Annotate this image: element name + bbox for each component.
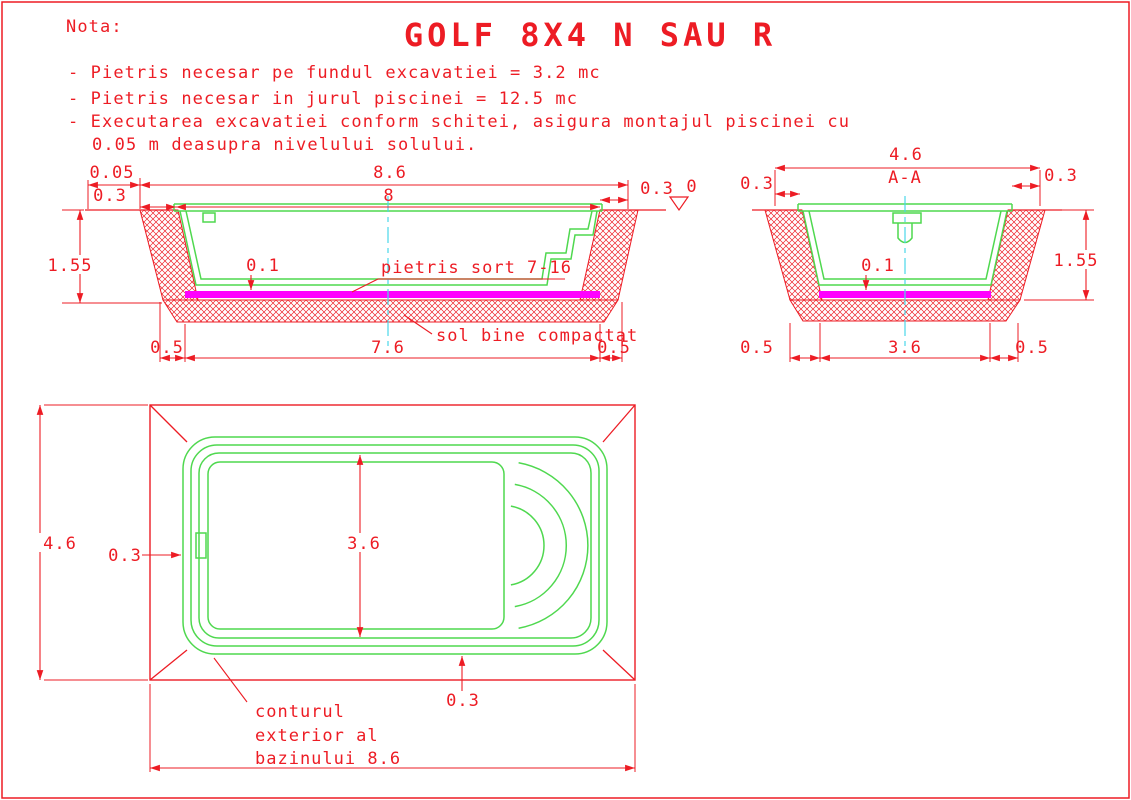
gravel-label: pietris sort 7-16 bbox=[381, 258, 572, 278]
dim-bottom-left: 0.5 bbox=[740, 338, 774, 358]
contour-label-line: bazinului 8.6 bbox=[255, 749, 401, 769]
soil-label: sol bine compactat bbox=[436, 326, 638, 346]
cross-section: 4.6 A-A 0.3 0.3 1.55 0.1 bbox=[740, 145, 1100, 362]
dim-wall-left: 0.3 bbox=[108, 546, 142, 566]
roman-step-arc bbox=[514, 483, 567, 608]
plan-view: 4.6 0.3 3.6 0.3 conturul exterior al baz… bbox=[36, 404, 636, 772]
dim-bottom-left: 0.5 bbox=[150, 338, 184, 358]
pool-floor bbox=[207, 461, 505, 630]
excavation-bottom bbox=[162, 299, 619, 323]
dim-gravel-thickness: 0.1 bbox=[246, 256, 280, 276]
long-section-depth-dim: 1.55 bbox=[46, 209, 162, 304]
dim-gravel-thickness: 0.1 bbox=[861, 256, 895, 276]
dim-rim-left: 0.3 bbox=[93, 186, 127, 206]
skimmer-detail bbox=[195, 532, 207, 559]
dim-outer-length: 8.6 bbox=[373, 163, 407, 183]
dim-bottom-right: 0.5 bbox=[597, 338, 631, 358]
excavation-corner-slopes bbox=[149, 404, 636, 681]
long-section-labels: 0.1 pietris sort 7-16 sol bine compactat bbox=[246, 256, 638, 346]
page-title: GOLF 8X4 N SAU R bbox=[404, 16, 776, 54]
excavation-wall-right bbox=[987, 209, 1046, 301]
pool-plan-outline bbox=[182, 436, 608, 655]
dim-bottom-length: 7.6 bbox=[371, 338, 405, 358]
nota-label: Nota: bbox=[66, 17, 123, 37]
dim-rim-left: 0.3 bbox=[740, 174, 774, 194]
plan-wall-bottom-dim: 0.3 bbox=[446, 656, 480, 711]
dim-rim-right: 0.3 bbox=[640, 179, 674, 199]
plan-width-dim: 4.6 bbox=[36, 404, 148, 681]
contour-label-line: exterior al bbox=[255, 726, 379, 746]
dim-outer-width: 4.6 bbox=[43, 534, 77, 554]
plan-inner-width-dim: 3.6 bbox=[340, 455, 388, 637]
cross-section-depth-dim: 1.55 bbox=[1024, 209, 1100, 301]
dim-inner-width: 3.6 bbox=[347, 534, 381, 554]
level-zero-label: 0 bbox=[686, 177, 697, 197]
note-line: - Pietris necesar pe fundul excavatiei =… bbox=[68, 63, 601, 83]
long-section: 0.05 8.6 0.3 8 0.3 0 1.55 0.1 pietris so… bbox=[46, 163, 697, 362]
note-line: - Executarea excavatiei conform schitei,… bbox=[68, 112, 850, 132]
long-section-bottom-dims: 0.5 7.6 0.5 bbox=[150, 302, 631, 362]
note-line: 0.05 m deasupra nivelului solului. bbox=[92, 135, 477, 155]
note-line: - Pietris necesar in jurul piscinei = 12… bbox=[68, 89, 578, 109]
excavation-outline bbox=[149, 404, 636, 681]
dim-overhang: 0.05 bbox=[90, 163, 135, 183]
dim-bottom-width: 3.6 bbox=[888, 338, 922, 358]
dim-depth: 1.55 bbox=[48, 256, 93, 276]
dim-bottom-right: 0.5 bbox=[1015, 338, 1049, 358]
level-marker-icon bbox=[668, 196, 690, 212]
roman-step-arc bbox=[510, 505, 545, 586]
dim-depth: 1.55 bbox=[1054, 251, 1099, 271]
contour-label-line: conturul bbox=[255, 702, 345, 722]
section-label: A-A bbox=[888, 168, 922, 188]
dim-inner-length: 8 bbox=[383, 186, 394, 206]
plan-length-dim bbox=[149, 684, 636, 772]
long-section-top-dims: 0.05 8.6 0.3 8 0.3 0 bbox=[87, 163, 697, 211]
cross-section-bottom-dims: 0.5 3.6 0.5 bbox=[740, 323, 1049, 362]
roman-step-arc bbox=[518, 462, 589, 629]
skimmer-detail bbox=[202, 212, 216, 223]
plan-wall-left-dim: 0.3 bbox=[108, 546, 181, 566]
excavation-wall-left bbox=[764, 209, 823, 301]
dim-outer-width: 4.6 bbox=[889, 145, 923, 165]
dim-rim-right: 0.3 bbox=[1044, 166, 1078, 186]
plan-contour-label: conturul exterior al bazinului 8.6 bbox=[213, 657, 401, 769]
ladder-detail bbox=[892, 212, 922, 224]
notes-block: - Pietris necesar pe fundul excavatiei =… bbox=[68, 63, 850, 155]
dim-wall-bottom: 0.3 bbox=[446, 691, 480, 711]
cross-section-top-dims: 4.6 A-A 0.3 0.3 bbox=[740, 145, 1078, 206]
cross-section-gravel-dim: 0.1 bbox=[861, 256, 895, 290]
